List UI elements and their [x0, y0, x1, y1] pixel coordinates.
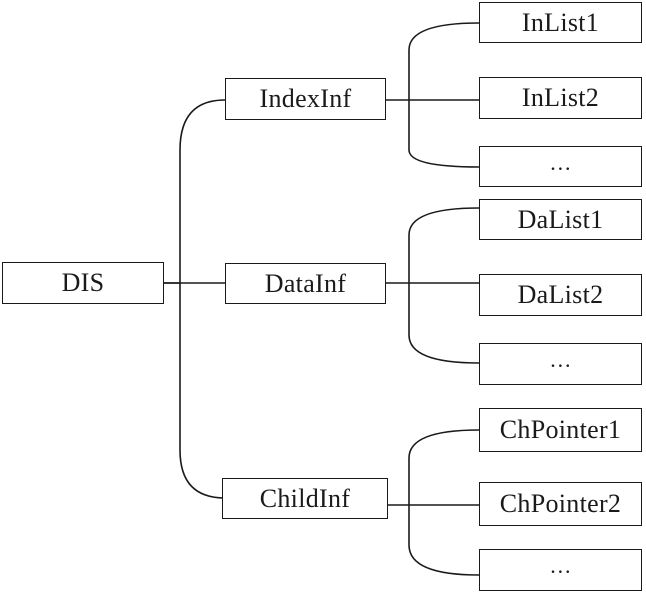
branch-node-indexinf: IndexInf	[225, 78, 386, 120]
root-node-dis: DIS	[2, 262, 164, 304]
connector-child-bracket	[408, 429, 480, 576]
leaf-node-inlist1: InList1	[479, 2, 642, 43]
branch-node-childinf: ChildInf	[222, 478, 388, 519]
leaf-node-data-ellipsis: …	[479, 343, 642, 385]
leaf-node-inlist2: InList2	[479, 77, 642, 119]
branch-node-datainf: DataInf	[225, 263, 386, 304]
connector-root-to-child	[179, 283, 226, 499]
leaf-node-index-ellipsis: …	[479, 146, 642, 187]
leaf-node-chpointer2: ChPointer2	[479, 482, 642, 526]
leaf-node-child-ellipsis: …	[479, 549, 642, 591]
leaf-node-dalist2: DaList2	[479, 274, 642, 316]
connector-root-to-index	[164, 99, 226, 284]
connector-data-bracket	[408, 207, 480, 364]
leaf-node-dalist1: DaList1	[479, 199, 642, 240]
leaf-node-chpointer1: ChPointer1	[479, 408, 642, 452]
connector-index-bracket	[408, 22, 480, 168]
